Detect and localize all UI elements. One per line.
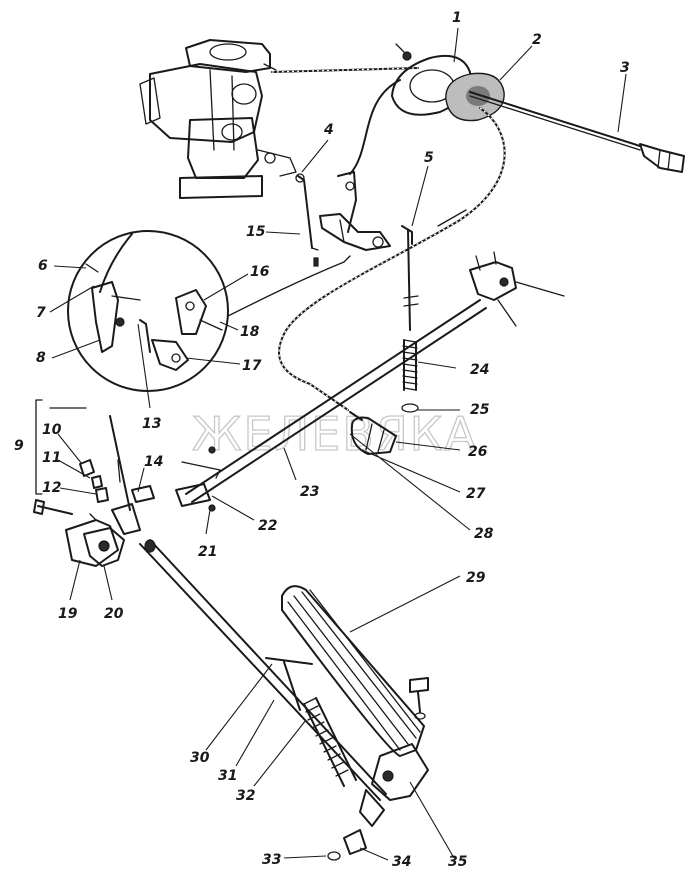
callout-2: 2 [532,32,542,48]
watermark: ЖЕЛЕВЯКА [192,407,478,461]
accelerator-rod [109,415,387,801]
vertical-rod [401,225,419,331]
callout-6: 6 [38,258,48,274]
callout-26: 26 [468,444,488,460]
callouts: 1 2 3 4 5 6 7 8 9 10 11 12 13 14 15 16 1… [14,10,630,870]
callout-23: 23 [300,484,319,500]
callout-21: 21 [198,544,217,560]
callout-16: 16 [250,264,270,280]
callout-13: 13 [142,416,161,432]
knob [349,411,397,455]
callout-22: 22 [258,518,277,534]
return-spring [402,339,418,391]
left-brackets [33,399,155,567]
callout-4: 4 [323,122,334,138]
callout-28: 28 [474,526,494,542]
callout-20: 20 [104,606,124,622]
callout-34: 34 [392,854,411,870]
callout-19: 19 [58,606,78,622]
cable-to-plate [271,67,419,73]
callout-17: 17 [242,358,262,374]
leader-lines [49,27,627,861]
callout-1: 1 [452,10,462,26]
callout-10: 10 [42,422,62,438]
callout-29: 29 [466,570,486,586]
callout-7: 7 [36,305,46,321]
callout-27: 27 [466,486,486,502]
callout-31: 31 [218,768,237,784]
callout-18: 18 [240,324,260,340]
flexible-cable [278,79,506,411]
shaft-end-bracket [469,251,565,327]
callout-12: 12 [42,480,61,496]
callout-30: 30 [190,750,210,766]
callout-14: 14 [144,454,163,470]
callout-11: 11 [42,450,61,466]
callout-8: 8 [36,350,46,366]
callout-15: 15 [246,224,266,240]
callout-35: 35 [448,854,468,870]
accelerator-pedal [281,585,429,861]
callout-9: 9 [14,438,24,454]
callout-3: 3 [620,60,630,76]
carburetor [139,39,297,199]
linkage-bracket [319,171,391,251]
detail-inset [67,230,351,392]
dash-plate [391,43,472,116]
pedal-bolt [409,677,429,720]
callout-33: 33 [262,852,281,868]
pedal-pin [265,657,313,711]
link-rod [295,173,319,267]
pedal-spring [303,697,357,787]
cross-shaft [175,299,487,512]
callout-32: 32 [236,788,255,804]
choke-pull-rod [469,91,685,173]
callout-25: 25 [470,402,490,418]
callout-24: 24 [470,362,489,378]
washer [401,403,419,413]
callout-5: 5 [424,150,434,166]
